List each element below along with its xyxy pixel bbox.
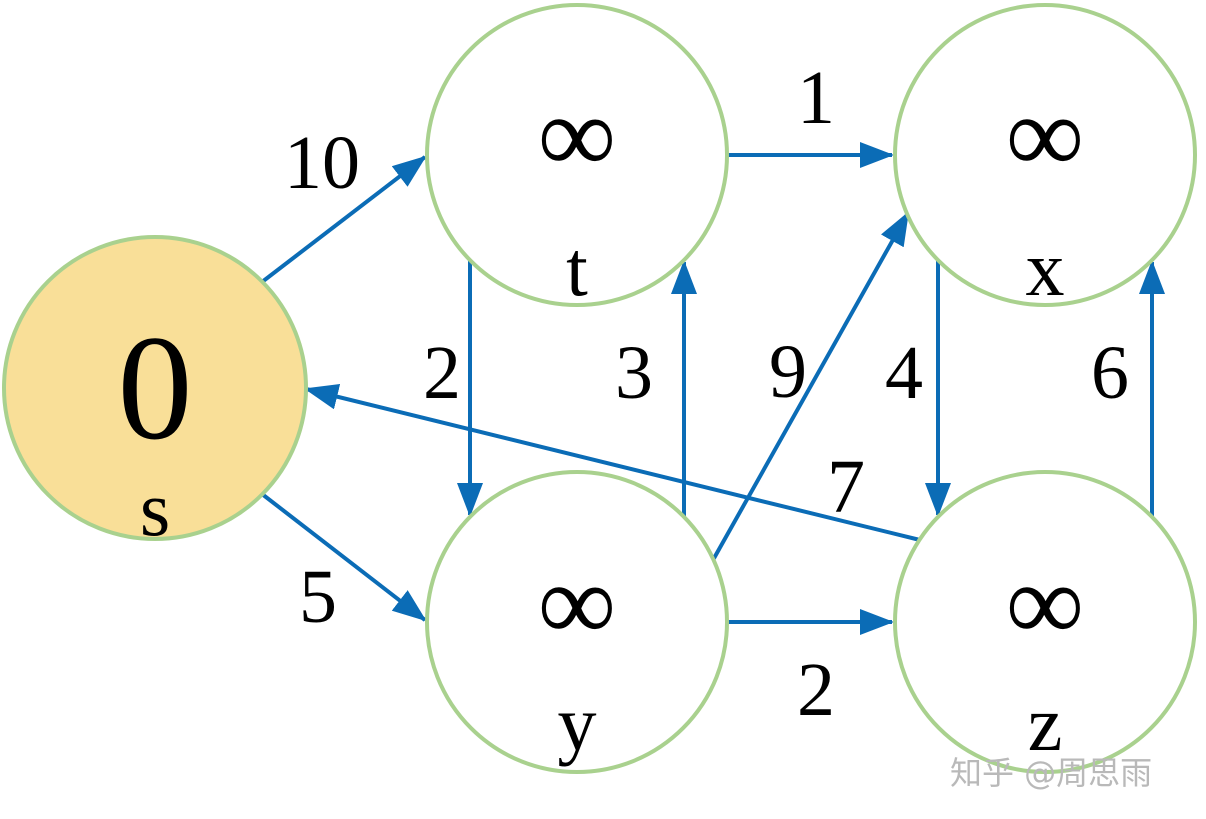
edge-weight-x-z: 4 [885,331,923,415]
edge-weight-y-x: 9 [769,330,807,414]
node-label-y: y [558,680,597,767]
node-label-x: x [1026,225,1065,312]
node-distance-y: ∞ [538,542,616,664]
edge-s-to-y [260,492,427,622]
watermark: 知乎 @周思雨 [950,754,1153,792]
weights-layer: 10 5 1 2 3 9 2 4 6 7 [284,56,1129,732]
node-label-s: s [140,465,170,552]
node-s: 0s [2,235,308,552]
edge-weight-s-t: 10 [284,121,360,205]
node-circle-x [893,3,1197,307]
node-label-z: z [1028,680,1063,767]
node-z: ∞z [893,470,1197,774]
node-circle-t [425,3,729,307]
edge-weight-y-z: 2 [797,648,835,732]
edge-weight-t-x: 1 [797,56,835,140]
node-circle-y [425,470,729,774]
node-distance-t: ∞ [538,74,616,196]
nodes-layer: 0s∞t∞x∞y∞z [2,3,1197,774]
node-distance-x: ∞ [1006,74,1084,196]
node-label-t: t [566,225,588,312]
edge-weight-t-y: 2 [423,331,461,415]
node-circle-s [2,235,308,541]
edge-weight-s-y: 5 [299,555,337,639]
edge-z-to-s [304,384,921,542]
edge-weight-z-s: 7 [827,445,865,529]
node-x: ∞x [893,3,1197,312]
node-y: ∞y [425,470,729,774]
node-distance-z: ∞ [1006,542,1084,664]
edge-weight-z-x: 6 [1091,331,1129,415]
edge-weight-y-t: 3 [615,331,653,415]
node-distance-s: 0 [118,305,193,471]
node-t: ∞t [425,3,729,312]
edge-y-to-x [711,211,910,561]
node-circle-z [893,470,1197,774]
edges-layer [260,142,1165,635]
edge-s-to-t [260,155,427,284]
